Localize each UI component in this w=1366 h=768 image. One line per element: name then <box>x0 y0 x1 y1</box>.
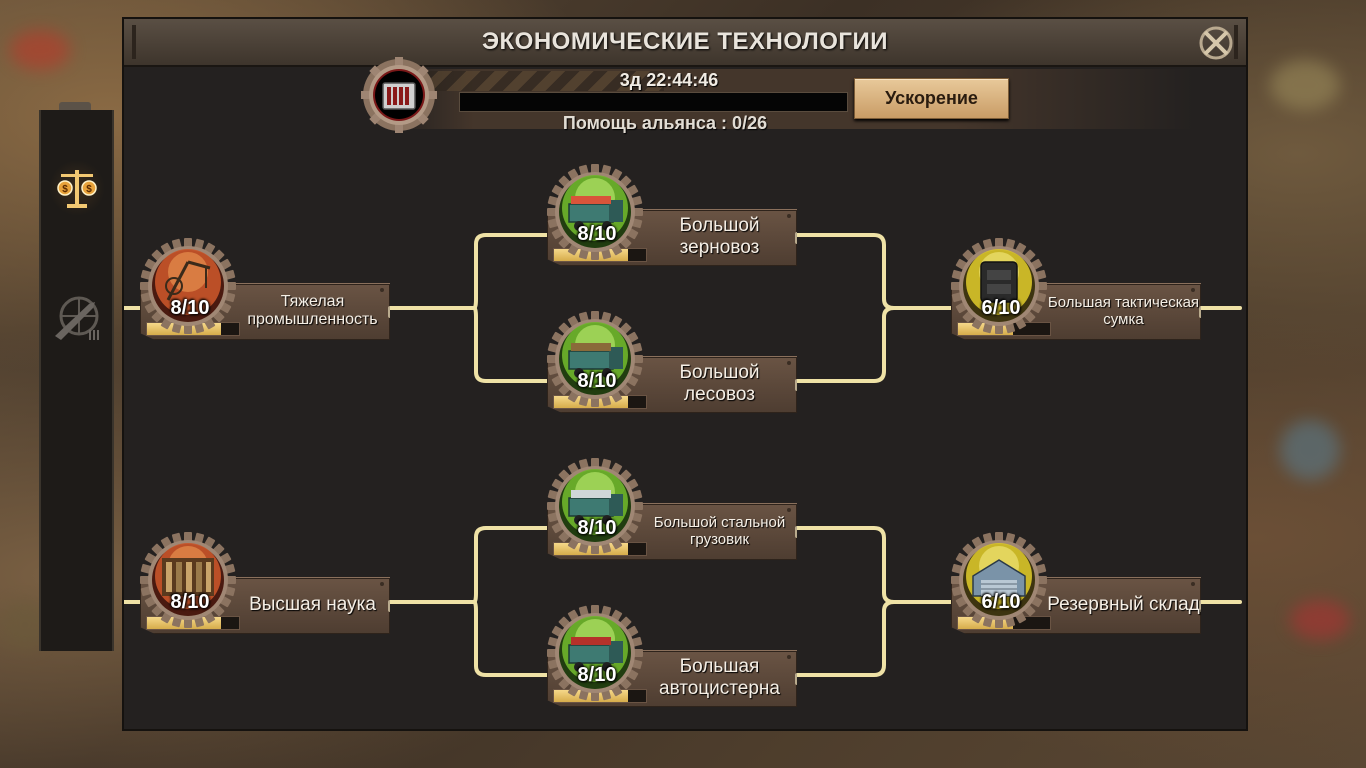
tech-level: 8/10 <box>577 517 617 539</box>
steel-truck-icon <box>547 458 643 554</box>
military-category-button[interactable] <box>49 290 105 346</box>
tech-level: 8/10 <box>170 297 210 319</box>
tech-level: 8/10 <box>577 223 617 245</box>
plate-bolt <box>1191 288 1195 292</box>
tech-name: Большая тактическая сумка <box>1047 293 1200 328</box>
plate-bolt <box>380 288 384 292</box>
plate-connector <box>795 232 797 244</box>
svg-text:$: $ <box>86 184 92 195</box>
tech-name: Высшая наука <box>249 594 376 616</box>
research-timer: 3д 22:44:46 <box>619 70 719 90</box>
tech-name: Резервный склад <box>1047 594 1200 616</box>
page-title: ЭКОНОМИЧЕСКИЕ ТЕХНОЛОГИИ <box>481 28 889 55</box>
plate-connector <box>388 306 390 318</box>
close-icon <box>1199 26 1233 60</box>
plate-connector <box>795 526 797 538</box>
hazard-stripes <box>424 71 664 91</box>
plate-connector <box>1199 600 1201 612</box>
plate-connector <box>795 379 797 391</box>
plate-bolt <box>380 582 384 586</box>
grain-truck-icon <box>547 164 643 260</box>
alliance-help-text: Помощь альянса : 0/26 <box>562 113 768 133</box>
tech-name: Большой стальной грузовик <box>653 513 786 548</box>
plate-connector <box>1199 306 1201 318</box>
tech-name: Тяжелая промышленность <box>247 292 378 328</box>
research-progress-bar <box>459 92 848 112</box>
tech-tree-connectors <box>124 233 1242 677</box>
current-research-gear-icon <box>361 57 437 133</box>
title-bar: ЭКОНОМИЧЕСКИЕ ТЕХНОЛОГИИ <box>124 19 1246 67</box>
plate-bolt <box>787 214 791 218</box>
library-icon <box>140 532 236 628</box>
tactical-bag-icon <box>951 238 1047 334</box>
tech-name: Большой зерновоз <box>679 215 760 258</box>
plate-connector <box>795 673 797 685</box>
tech-panel: ЭКОНОМИЧЕСКИЕ ТЕХНОЛОГИИ 3д 22:44: <box>122 17 1248 731</box>
plate-bolt <box>787 508 791 512</box>
tech-level: 6/10 <box>981 591 1021 613</box>
tech-level: 6/10 <box>981 297 1021 319</box>
economy-scale-icon: $ $ <box>57 170 97 208</box>
tech-level: 8/10 <box>577 664 617 686</box>
tech-name: Большой лесовоз <box>679 362 760 405</box>
timber-truck-icon <box>547 311 643 407</box>
plate-connector <box>388 600 390 612</box>
tech-level: 8/10 <box>170 591 210 613</box>
plate-bolt <box>787 655 791 659</box>
sidebar-cap <box>59 102 91 110</box>
svg-text:$: $ <box>62 184 68 195</box>
plate-bolt <box>787 361 791 365</box>
crane-icon <box>140 238 236 334</box>
economy-category-button[interactable]: $ $ <box>49 160 105 216</box>
plate-bolt <box>1191 582 1195 586</box>
category-sidebar: $ $ <box>39 102 114 651</box>
military-rifle-icon <box>55 296 99 340</box>
speedup-button[interactable]: Ускорение <box>854 78 1009 119</box>
tech-name: Большая автоцистерна <box>659 656 780 699</box>
tanker-truck-icon <box>547 605 643 701</box>
close-button[interactable] <box>1198 25 1234 61</box>
warehouse-icon <box>951 532 1047 628</box>
tech-level: 8/10 <box>577 370 617 392</box>
